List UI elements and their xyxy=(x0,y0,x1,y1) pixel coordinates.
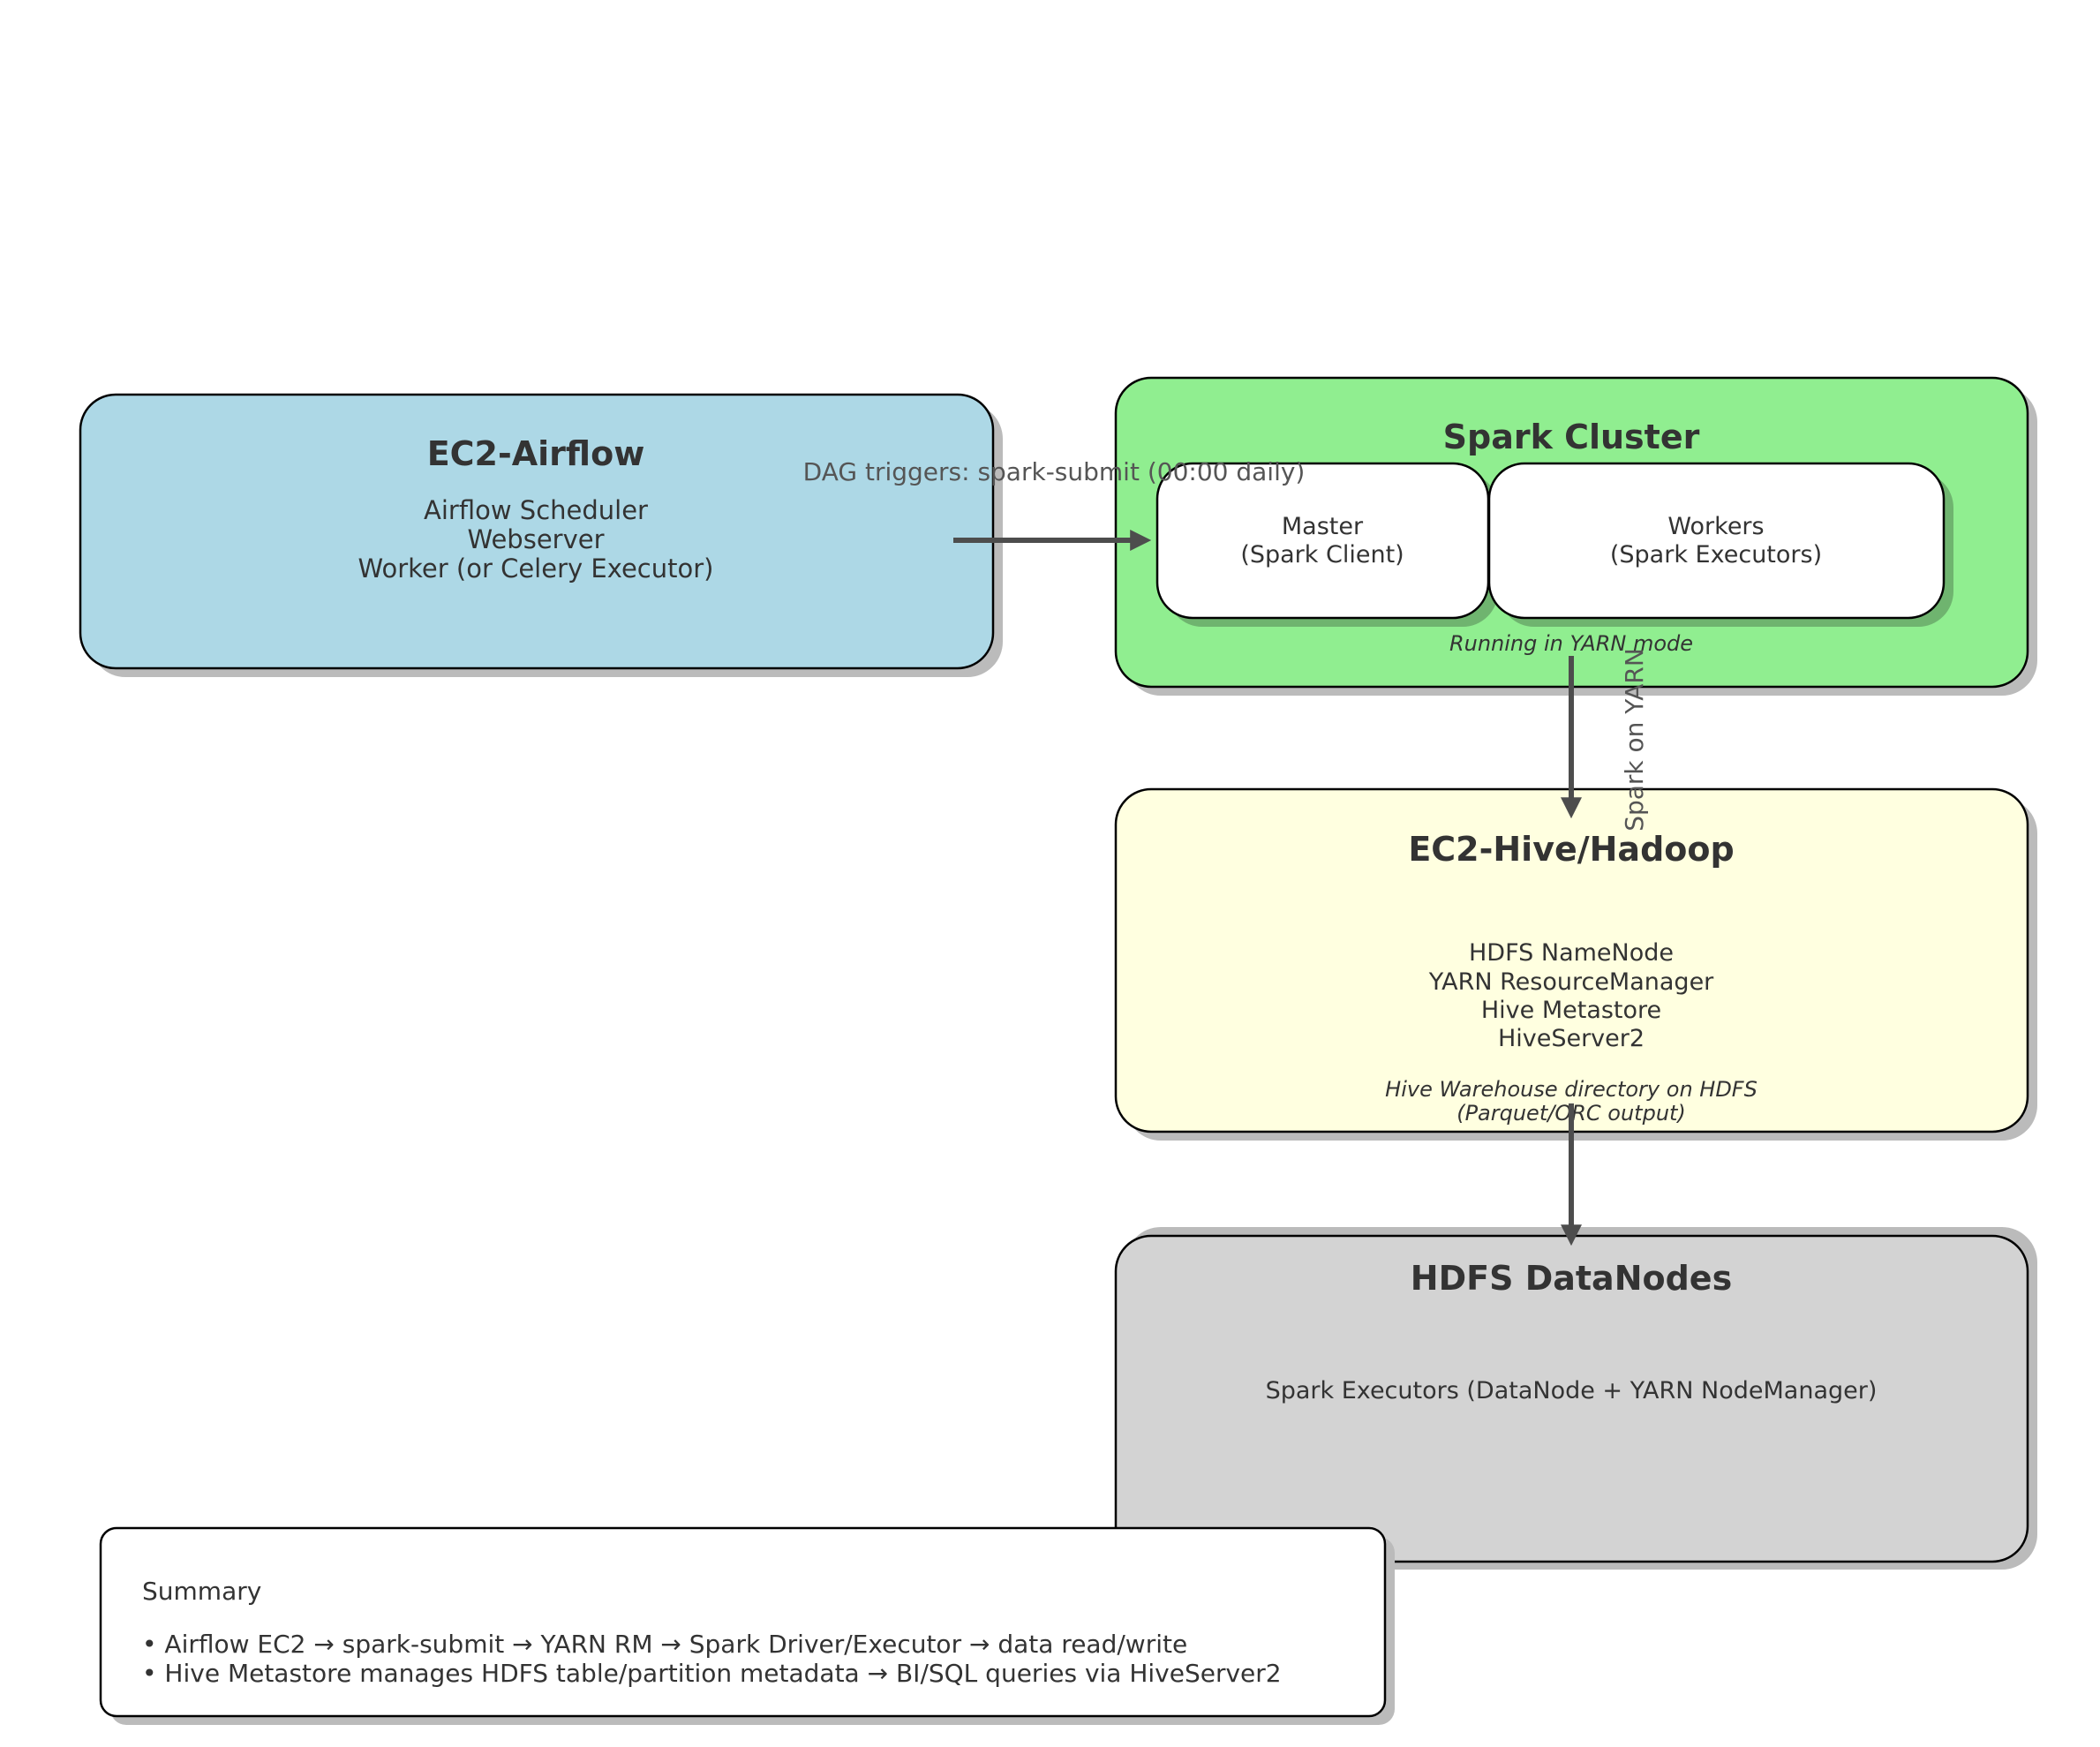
datanodes-title: HDFS DataNodes xyxy=(1411,1259,1732,1298)
hive-hadoop-node: EC2-Hive/Hadoop HDFS NameNode YARN Resou… xyxy=(1114,787,2037,1141)
hive-line-hiveserver2: HiveServer2 xyxy=(1498,1025,1645,1052)
workers-box xyxy=(1487,462,1946,620)
workers-line-1: Workers xyxy=(1667,513,1764,540)
hive-line-metastore: Hive Metastore xyxy=(1481,997,1661,1024)
airflow-line-scheduler: Airflow Scheduler xyxy=(424,495,648,525)
airflow-node: EC2-Airflow Airflow Scheduler Webserver … xyxy=(79,393,1003,677)
datanodes-line: Spark Executors (DataNode + YARN NodeMan… xyxy=(1266,1377,1878,1404)
airflow-title: EC2-Airflow xyxy=(427,434,645,473)
hive-line-namenode: HDFS NameNode xyxy=(1469,939,1674,967)
workers-line-2: (Spark Executors) xyxy=(1610,541,1822,569)
master-line-2: (Spark Client) xyxy=(1240,541,1404,569)
summary-heading: Summary xyxy=(142,1577,261,1606)
spark-master-node: Master (Spark Client) xyxy=(1155,462,1498,627)
summary-panel: Summary • Airflow EC2 → spark-submit → Y… xyxy=(99,1526,1395,1725)
summary-bullet-1: • Airflow EC2 → spark-submit → YARN RM →… xyxy=(142,1630,1187,1659)
summary-box xyxy=(99,1526,1387,1718)
spark-workers-node: Workers (Spark Executors) xyxy=(1487,462,1953,627)
hive-title: EC2-Hive/Hadoop xyxy=(1408,830,1734,869)
airflow-line-worker: Worker (or Celery Executor) xyxy=(358,553,714,584)
airflow-line-webserver: Webserver xyxy=(467,524,604,554)
spark-note: Running in YARN mode xyxy=(1449,631,1693,656)
hive-line-resourcemanager: YARN ResourceManager xyxy=(1428,968,1714,996)
hive-note-line-1: Hive Warehouse directory on HDFS xyxy=(1385,1077,1758,1102)
edge-label-airflow-to-spark: DAG triggers: spark-submit (00:00 daily) xyxy=(803,457,1306,486)
hdfs-datanodes-node: HDFS DataNodes Spark Executors (DataNode… xyxy=(1114,1227,2037,1570)
spark-cluster-node: Spark Cluster Master (Spark Client) Work… xyxy=(1114,376,2037,696)
edge-label-spark-to-hive: Spark on YARN xyxy=(1620,648,1649,832)
master-line-1: Master xyxy=(1282,513,1364,540)
summary-bullet-2: • Hive Metastore manages HDFS table/part… xyxy=(142,1659,1282,1688)
spark-title: Spark Cluster xyxy=(1443,418,1700,456)
airflow-box xyxy=(79,393,995,670)
